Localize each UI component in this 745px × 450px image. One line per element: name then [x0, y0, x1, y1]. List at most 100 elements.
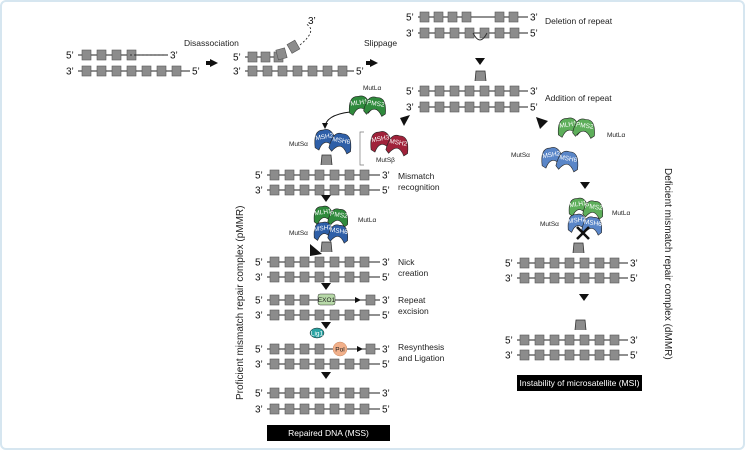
pms2-nick-protein-shape	[327, 208, 349, 228]
repeat-unit	[247, 65, 258, 77]
mismatch-label-2: recognition	[398, 182, 440, 192]
repeat-unit	[434, 85, 445, 97]
repeat-unit	[269, 184, 280, 196]
nick-label-2: creation	[398, 268, 429, 278]
msh3-protein-text: MSH3	[371, 134, 390, 144]
repeat-unit	[329, 271, 340, 283]
repeat-unit	[359, 169, 370, 181]
repeat-unit	[359, 256, 370, 268]
down-arrow	[321, 322, 331, 329]
lig1-enzyme	[309, 327, 325, 339]
repeat-unit	[260, 51, 271, 63]
pms2-def-protein-text: PMS2	[575, 121, 594, 130]
mutl-alpha-nick-label: MutLα	[358, 217, 376, 224]
muts-beta-label: MutSβ	[376, 157, 395, 164]
repeat-unit	[419, 27, 430, 39]
exo1-label: EXO1	[318, 297, 336, 304]
strand-end-label: 5’	[530, 29, 538, 40]
strand-end-label: 5’	[382, 186, 390, 197]
strand-end-label: 3’	[382, 389, 390, 400]
repeat-unit	[299, 309, 310, 321]
msh6-nick-protein-shape	[327, 224, 349, 244]
repeat-unit	[494, 11, 505, 23]
repeat-unit	[579, 349, 590, 361]
repeat-unit	[549, 272, 560, 284]
repeat-unit	[594, 349, 605, 361]
block-x-icon	[576, 226, 590, 240]
diag-arrow	[400, 115, 410, 126]
repair-proteins: MLH1PMS2MutLαMSH2MSH6MutSαMSH3MSH2MutSβM…	[289, 85, 630, 357]
repeat-unit	[564, 349, 575, 361]
repeat-unit	[329, 184, 340, 196]
pms2-def2-protein-shape	[582, 200, 604, 220]
repeat-unit	[269, 169, 280, 181]
repeat-unit	[509, 101, 520, 113]
pms2-def-protein-shape	[572, 118, 595, 139]
repeat-unit	[549, 349, 560, 361]
msh6-def-protein-shape	[555, 150, 579, 173]
repaired-dna-box	[267, 425, 390, 441]
repeat-unit	[299, 294, 310, 306]
repeat-unit	[314, 358, 325, 370]
strand-end-label: 3’	[630, 336, 638, 347]
strand-end-label: 3’	[255, 186, 263, 197]
repeat-unit	[344, 169, 355, 181]
arrow-stem	[206, 61, 210, 65]
nick-arrow	[310, 244, 322, 256]
repeat-unit	[329, 358, 340, 370]
repeat-unit	[284, 387, 295, 399]
repeat-unit	[579, 272, 590, 284]
repeat-unit	[534, 272, 545, 284]
repeat-unit	[81, 49, 92, 61]
repeat-unit	[314, 271, 325, 283]
repeat-unit	[269, 403, 280, 415]
repaired-dna-label: Repaired DNA (MSS)	[288, 428, 369, 438]
repeat-unit	[434, 27, 445, 39]
disassociation-label: Disassociation	[184, 38, 239, 48]
repeat-unit	[419, 101, 430, 113]
strand-end-label: 3’	[308, 16, 316, 27]
release-curve	[299, 23, 312, 46]
repeat-unit	[141, 65, 152, 77]
repeat-unit	[464, 101, 475, 113]
msi-label: Instability of microsatellite (MSI)	[520, 378, 640, 388]
repeat-unit	[508, 11, 519, 23]
repeat-unit	[447, 11, 458, 23]
repeat-unit	[534, 257, 545, 269]
msh6-nick-protein: MSH6	[327, 224, 349, 244]
repeat-unit	[534, 334, 545, 346]
repeat-unit	[284, 169, 295, 181]
mlh1-def2-protein-text: MLH1	[569, 200, 588, 209]
repeat-unit	[344, 403, 355, 415]
strand-end-label: 3’	[505, 351, 513, 362]
repeat-unit	[461, 11, 472, 23]
strand-end-label: 3’	[66, 67, 74, 78]
msh6-def2-protein-text: MSH6	[583, 219, 602, 228]
repeat-unit	[564, 334, 575, 346]
repeat-unit	[284, 358, 295, 370]
strand-end-label: 5’	[66, 51, 74, 62]
strand-end-label: 3’	[255, 405, 263, 416]
strand-end-label: 3’	[406, 29, 414, 40]
muts-alpha-def2-label: MutSα	[540, 221, 559, 228]
repeat-unit	[329, 169, 340, 181]
repeat-unit	[322, 65, 333, 77]
strand-end-label: 5’	[382, 360, 390, 371]
muts-alpha-def-label: MutSα	[511, 152, 530, 159]
pms2-nick-protein-text: PMS2	[330, 211, 349, 220]
strand-end-label: 5’	[192, 67, 200, 78]
repeat-unit	[286, 39, 301, 54]
down-arrow	[321, 283, 331, 290]
repeat-unit	[509, 85, 520, 97]
repeat-unit	[299, 256, 310, 268]
strand-end-label: 3’	[233, 67, 241, 78]
down-arrow	[580, 182, 590, 189]
repeat-unit	[479, 101, 490, 113]
strand-end-label: 3’	[382, 171, 390, 182]
msi-box	[517, 375, 642, 391]
msh6-protein-text: MSH6	[332, 136, 351, 146]
repeat-unit	[344, 309, 355, 321]
repeat-unit	[509, 27, 520, 39]
strand-end-label: 5’	[530, 103, 538, 114]
repeat-unit	[171, 65, 182, 77]
